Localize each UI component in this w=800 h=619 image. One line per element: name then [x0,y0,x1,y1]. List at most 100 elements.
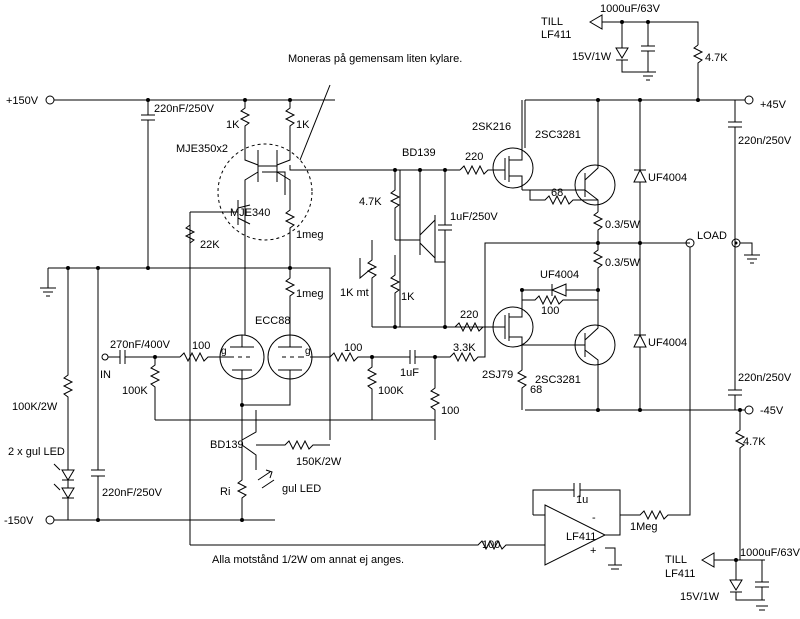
r1k-right: 1K [284,100,310,145]
svg-text:68: 68 [530,384,542,396]
svg-text:15V/1W: 15V/1W [680,591,720,603]
svg-text:1u: 1u [576,494,588,506]
svg-text:1K mt: 1K mt [340,287,369,299]
svg-text:1meg: 1meg [296,288,324,300]
terminal-neg45: -45V [744,405,784,417]
svg-text:1K: 1K [401,291,415,303]
svg-text:100: 100 [541,305,559,317]
svg-text:LF411: LF411 [541,29,571,41]
svg-text:-150V: -150V [4,515,34,527]
svg-text:3.3K: 3.3K [453,342,476,354]
npn-2sc3281-top [522,100,616,212]
r68-top: 68 [529,187,598,206]
svg-text:100K: 100K [378,385,404,397]
svg-text:220n/250V: 220n/250V [738,135,792,147]
svg-text:1meg: 1meg [296,229,324,241]
regulator-bottom: 4.7K TILL LF411 1000uF/63V 15V/1W [665,410,800,611]
led-string: 100K/2W 2 x gul LED [8,268,75,520]
note-cooler-arrow [299,84,331,161]
svg-text:2 x gul LED: 2 x gul LED [8,446,65,458]
mosfet-2sj79 [492,290,534,350]
r220-top: 220 [459,151,500,176]
label-bd139-bot: BD139 [210,439,244,451]
svg-text:1K: 1K [226,119,240,131]
cap-220n-neg: 220n/250V [728,243,792,410]
r1k-left: 1K [226,100,251,145]
wire-mje-out [289,165,401,327]
terminal-load: LOAD [685,230,760,264]
svg-text:IN: IN [100,369,111,381]
cooler-outline [217,143,313,241]
mje350-pair [244,145,291,205]
svg-text:1uF: 1uF [400,367,419,379]
label-2sc3281-top: 2SC3281 [535,129,581,141]
svg-text:100: 100 [192,340,210,352]
rail-wires [40,99,745,521]
svg-text:150K/2W: 150K/2W [296,456,342,468]
label-mje340: MJE340 [230,207,270,219]
svg-text:270nF/400V: 270nF/400V [110,339,171,351]
svg-text:15V/1W: 15V/1W [572,51,612,63]
svg-text:TILL: TILL [541,16,563,28]
label-2sj79: 2SJ79 [482,369,513,381]
svg-text:100K: 100K [122,385,148,397]
svg-text:4.7K: 4.7K [359,196,382,208]
svg-text:100: 100 [344,342,362,354]
svg-text:220nF/250V: 220nF/250V [102,487,163,499]
svg-text:4.7K: 4.7K [743,436,766,448]
r1meg-lower: 1meg [284,268,324,335]
bd139-vbe: 4.7K 1K mt 1K 1uF/250V [340,169,498,328]
tube-ecc88-right [267,334,313,384]
label-bd139-top: BD139 [402,147,436,159]
r1meg-upper: 1meg [284,195,324,268]
tube-ecc88-left [219,334,265,384]
svg-text:-45V: -45V [760,405,784,417]
cap-220n-pos: 220n/250V [728,100,792,243]
svg-text:220n/250V: 220n/250V [738,372,792,384]
note-cooler-line: Moneras på gemensam liten kylare. [288,53,462,65]
mosfet-2sk216 [492,100,534,190]
r03-bottom: 0.3/5W [592,243,640,290]
r03-top: 0.3/5W [592,211,640,243]
grid-mark-right: g [305,346,311,357]
terminal-pos45: +45V [744,95,787,111]
svg-text:22K: 22K [200,239,220,251]
svg-text:+: + [590,545,596,557]
svg-text:UF4004: UF4004 [648,337,687,349]
label-ecc88: ECC88 [255,315,290,327]
svg-text:+45V: +45V [760,99,787,111]
svg-text:100: 100 [441,405,459,417]
npn-2sc3281-bot [522,290,616,410]
grid-mark-left: g [221,346,227,357]
junction-dots [66,20,742,562]
wire-cathodes [241,384,291,406]
svg-text:LF411: LF411 [665,568,695,580]
r68-bottom: 68 [516,350,542,410]
svg-text:gul LED: gul LED [282,483,321,495]
terminal-pos150: +150V [6,95,55,107]
diode-uf4004-bot: UF4004 [633,243,687,410]
label-mje350: MJE350x2 [176,143,228,155]
svg-text:1K: 1K [296,119,310,131]
diode-uf4004-top: UF4004 [633,100,687,243]
svg-text:1000uF/63V: 1000uF/63V [740,547,800,559]
svg-text:4.7K: 4.7K [705,52,728,64]
mje340 [189,200,251,545]
label-2sc3281-bot: 2SC3281 [535,374,581,386]
svg-text:68: 68 [551,187,563,199]
svg-text:220: 220 [465,151,483,163]
svg-text:UF4004: UF4004 [648,172,687,184]
input-stage: IN 270nF/400V 100 100K [100,339,228,420]
label-2sk216: 2SK216 [472,121,511,133]
svg-text:1uF/250V: 1uF/250V [450,211,498,223]
svg-text:-: - [592,512,596,524]
grid2-network: 100 100K 1uF 3.3K 100 [310,242,690,440]
label-uf4004-mid: UF4004 [540,269,579,281]
svg-text:TILL: TILL [665,554,687,566]
svg-text:1000uF/63V: 1000uF/63V [600,3,661,15]
bd139-source: 150K/2W Ri gul LED [220,410,342,520]
diode-uf4004-mid [522,283,598,297]
svg-text:Ri: Ri [220,486,230,498]
svg-text:+150V: +150V [6,95,39,107]
